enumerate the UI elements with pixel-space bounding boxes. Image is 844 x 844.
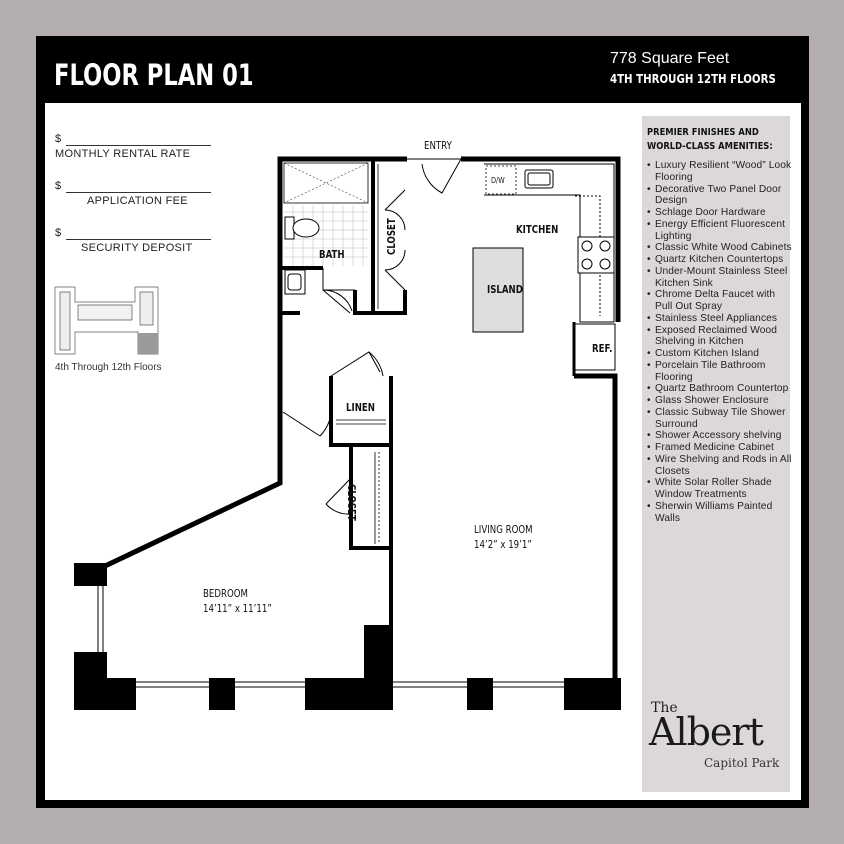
fee-label: SECURITY DEPOSIT	[81, 242, 193, 254]
amenity-item: Porcelain Tile Bathroom Flooring	[647, 360, 792, 384]
logo-the: The	[651, 700, 678, 716]
mid-closet-door	[325, 477, 352, 515]
wall-east-lower	[574, 373, 618, 690]
linen-door	[330, 351, 384, 377]
amenities-heading-line-2: WORLD-CLASS AMENITIES:	[647, 141, 773, 152]
linen-label: LINEN	[346, 402, 375, 414]
fill-line	[66, 145, 211, 146]
dollar-sign: $	[55, 133, 62, 145]
page-title: FLOOR PLAN 01	[54, 58, 254, 92]
amenities-heading-line-1: PREMIER FINISHES AND	[647, 127, 759, 138]
fee-label: APPLICATION FEE	[87, 195, 188, 207]
square-feet: 778 Square Feet	[610, 50, 730, 67]
amenity-item: Quartz Bathroom Countertop	[647, 383, 792, 395]
range	[577, 236, 615, 274]
amenity-item: Classic Subway Tile Shower Surround	[647, 407, 792, 431]
interior-walls	[280, 159, 407, 625]
fee-label: MONTHLY RENTAL RATE	[55, 148, 191, 160]
amenity-item: Decorative Two Panel Door Design	[647, 184, 792, 208]
wall-east-upper	[461, 156, 621, 322]
island-label: ISLAND	[487, 284, 523, 296]
bedroom-label: BEDROOM	[203, 588, 248, 600]
amenity-item: Quartz Kitchen Countertops	[647, 254, 792, 266]
shower	[283, 162, 369, 204]
amenity-item: Exposed Reclaimed Wood Shelving in Kitch…	[647, 325, 792, 349]
windows	[97, 586, 564, 688]
closet-shelves	[336, 164, 386, 544]
dishwasher	[485, 165, 517, 195]
closet-mid-label: CLOSET	[345, 484, 357, 521]
doors	[282, 158, 462, 515]
amenity-item: Glass Shower Enclosure	[647, 395, 792, 407]
column	[564, 678, 621, 710]
amenity-item: Shower Accessory shelving	[647, 430, 792, 442]
fill-line	[66, 239, 211, 240]
amenity-item: Framed Medicine Cabinet	[647, 442, 792, 454]
bedroom-dimensions: 14’11” x 11’11”	[203, 603, 272, 615]
toilet	[284, 216, 320, 240]
column	[364, 625, 393, 710]
dollar-sign: $	[55, 180, 62, 192]
floors-range: 4TH THROUGH 12TH FLOORS	[610, 72, 776, 86]
key-plan-caption: 4th Through 12th Floors	[55, 362, 162, 373]
amenity-item: Wire Shelving and Rods in All Closets	[647, 454, 792, 478]
logo-capitol-park: Capitol Park	[704, 756, 780, 770]
wall-west	[103, 156, 407, 569]
column	[209, 678, 235, 710]
exterior-walls	[103, 156, 621, 690]
fill-line	[66, 192, 211, 193]
amenities-panel: PREMIER FINISHES AND WORLD-CLASS AMENITI…	[642, 116, 792, 792]
logo-albert: Albert	[649, 710, 764, 754]
kitchen-island	[472, 247, 524, 333]
ref-label: REF.	[592, 343, 613, 355]
amenity-item: Stainless Steel Appliances	[647, 313, 792, 325]
bath-sink	[284, 269, 306, 295]
wall-closet-mid	[349, 445, 391, 550]
entry-label: ENTRY	[424, 140, 452, 152]
kitchen-label: KITCHEN	[516, 224, 559, 236]
bath-door-frame	[322, 268, 355, 291]
amenity-item: Under-Mount Stainless Steel Kitchen Sink	[647, 266, 792, 290]
closet-door	[384, 189, 406, 291]
living-room-dimensions: 14’2” x 19’1”	[474, 539, 532, 551]
amenity-item: White Solar Roller Shade Window Treatmen…	[647, 477, 792, 501]
amenity-item: Schlage Door Hardware	[647, 207, 792, 219]
amenity-item: Classic White Wood Cabinets	[647, 242, 792, 254]
column	[74, 563, 107, 586]
entry-door	[421, 158, 462, 194]
amenity-item: Luxury Resilient “Wood” Look Flooring	[647, 160, 792, 184]
column	[467, 678, 493, 710]
dollar-sign: $	[55, 227, 62, 239]
amenities-list: Luxury Resilient “Wood” Look FlooringDec…	[647, 160, 792, 524]
column	[74, 678, 136, 710]
highlighted-unit	[138, 333, 158, 354]
bath-door	[322, 289, 353, 314]
bedroom-door	[282, 401, 332, 437]
dishwasher-label: D/W	[491, 176, 505, 185]
columns	[74, 563, 621, 710]
closet-top-label: CLOSET	[386, 218, 398, 255]
amenity-item: Sherwin Williams Painted Walls	[647, 501, 792, 525]
amenity-item: Chrome Delta Faucet with Pull Out Spray	[647, 289, 792, 313]
amenities-heading: PREMIER FINISHES AND WORLD-CLASS AMENITI…	[647, 126, 773, 154]
wall-linen	[329, 376, 391, 447]
wall-closet-top-south	[373, 290, 407, 315]
amenity-item: Energy Efficient Fluorescent Lighting	[647, 219, 792, 243]
amenity-item: Custom Kitchen Island	[647, 348, 792, 360]
refrigerator	[572, 322, 616, 376]
living-room-label: LIVING ROOM	[474, 524, 533, 536]
wall-bath-east	[353, 290, 373, 315]
kitchen-sink	[524, 169, 554, 189]
bath-label: BATH	[319, 249, 345, 261]
